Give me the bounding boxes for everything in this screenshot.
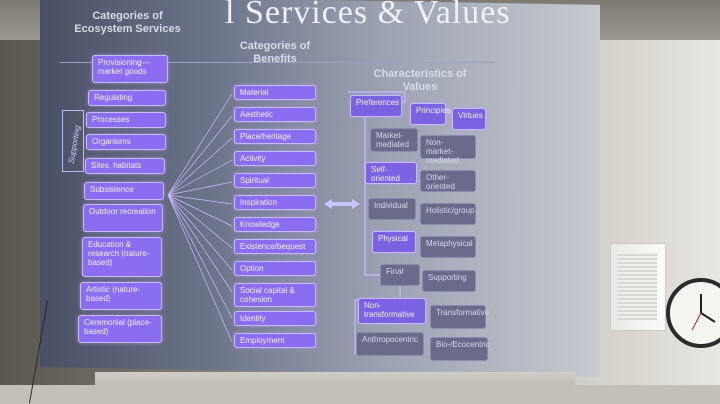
- benefit-employment: Employment: [234, 333, 316, 348]
- value-physical: Physical: [372, 231, 416, 253]
- benefit-place-heritage: Place/heritage: [234, 129, 316, 144]
- benefit-option: Option: [234, 261, 316, 276]
- credit-text-2: Chan et al 2011 in Kareiva et al: [512, 92, 519, 190]
- value-individual: Individual: [368, 198, 416, 220]
- benefit-identity: Identity: [234, 311, 316, 326]
- value-metaphysical: Metaphysical: [420, 236, 476, 258]
- benefit-knowledge: Knowledge: [234, 217, 316, 232]
- value-biocentric: Bio-/Ecocentric: [430, 337, 490, 361]
- value-principles: Principles: [410, 103, 451, 125]
- value-final: Final: [380, 264, 420, 286]
- title-rule: [60, 62, 495, 63]
- es-provisioning: Provisioning— market goods: [92, 55, 168, 83]
- header-benefits: Categories of Benefits: [239, 40, 311, 65]
- es-sites-habitats: Sites, habitats: [85, 158, 165, 174]
- es-organisms: Organisms: [86, 134, 166, 150]
- benefit-aesthetic: Aesthetic: [234, 107, 316, 122]
- es-processes: Processes: [86, 112, 166, 128]
- benefit-material: Material: [234, 85, 316, 100]
- credit-text: Chan, Satterfield & Goldstein 2012 Ecol …: [512, 233, 519, 375]
- wall-clock: [666, 278, 720, 348]
- value-anthropocentric: Anthropocentric: [356, 332, 424, 356]
- value-preferences: Preferences: [350, 95, 402, 117]
- benefit-social-capital: Social capital & cohesion: [234, 283, 316, 307]
- value-supporting: Supporting: [422, 270, 476, 292]
- value-holistic: Holistic/group: [420, 203, 476, 225]
- es-artistic: Artistic (nature-based): [80, 282, 162, 310]
- benefit-existence: Existence/bequest: [234, 239, 316, 254]
- benefit-activity: Activity: [234, 151, 316, 166]
- slide-title: l Services & Values: [225, 0, 511, 31]
- benefit-inspiration: Inspiration: [234, 195, 316, 210]
- value-non-market: Non-market-mediated: [420, 135, 476, 165]
- header-ecosystem: Categories of Ecosystem Services: [74, 10, 181, 35]
- value-other: Other-oriented: [420, 170, 476, 192]
- supporting-bracket: [62, 110, 84, 172]
- room-floor-edge: [0, 385, 720, 404]
- es-education: Education & research (nature-based): [82, 237, 162, 277]
- value-self: Self-oriented: [365, 162, 417, 184]
- clock-hands-icon: [691, 294, 716, 331]
- es-ceremonial: Ceremonial (place-based): [78, 315, 162, 343]
- value-market: Market-mediated: [370, 128, 418, 152]
- value-non-transformative: Non-transformative: [358, 298, 426, 324]
- speaker-grill: [617, 252, 657, 320]
- value-transformative: Transformative: [430, 305, 489, 329]
- double-arrow-icon: [324, 199, 360, 209]
- es-outdoor-recreation: Outdoor recreation: [83, 204, 163, 232]
- benefit-spiritual: Spiritual: [234, 173, 316, 188]
- header-values: Characteristics of Values: [373, 68, 467, 93]
- value-virtues: Virtues: [452, 108, 486, 130]
- es-subsistence: Subsistence: [84, 182, 164, 200]
- es-regulating: Regulating: [88, 90, 166, 106]
